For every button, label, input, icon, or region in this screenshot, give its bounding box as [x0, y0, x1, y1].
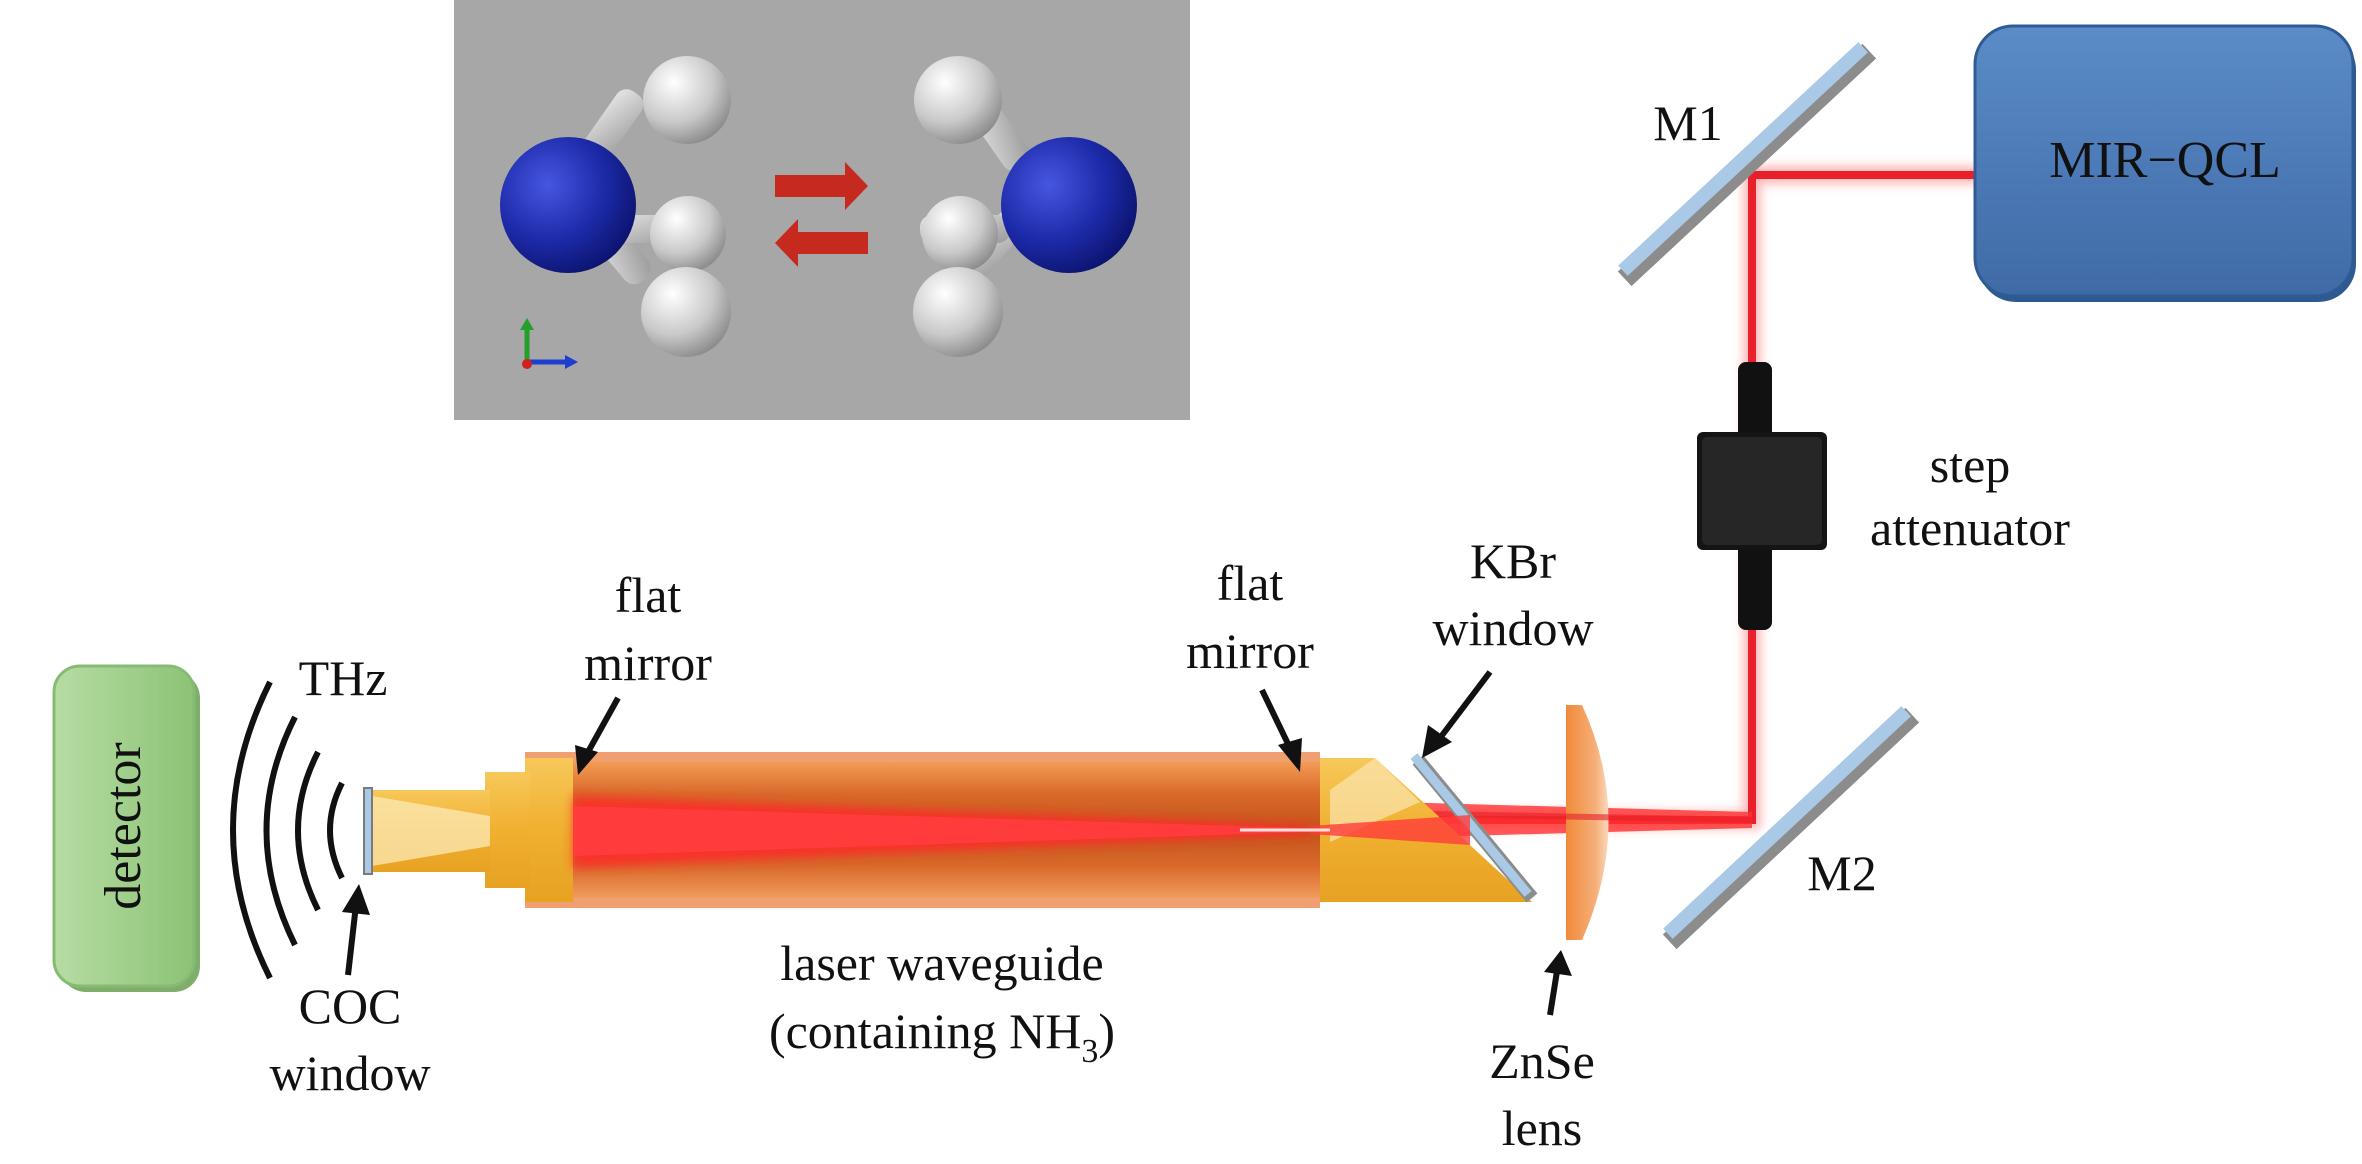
znse-label-line2: lens	[1502, 1100, 1583, 1156]
waveguide-label-line1: laser waveguide	[780, 935, 1103, 991]
mirror-m1: M1	[1617, 42, 1877, 287]
qcl-label: MIR−QCL	[2049, 132, 2281, 189]
coc-label-line1: COC	[299, 978, 402, 1034]
thz-label: THz	[299, 650, 388, 706]
right-mirror-label-line2: mirror	[1186, 623, 1314, 679]
thz-emission: THz	[230, 650, 388, 980]
left-mirror-label-line1: flat	[615, 567, 682, 623]
right-mirror-label-line1: flat	[1217, 555, 1284, 611]
step-attenuator: step attenuator	[1697, 362, 2070, 630]
ammonia-inversion-inset	[454, 0, 1190, 420]
ammonia-molecule-right	[913, 56, 1137, 357]
znse-label-line1: ZnSe	[1489, 1033, 1595, 1089]
kbr-window-annotation: KBr window	[1422, 533, 1594, 758]
waveguide-label-line2: (containing NH3)	[769, 1003, 1115, 1070]
waveguide-annotation: laser waveguide (containing NH3)	[769, 935, 1115, 1070]
kbr-label-line1: KBr	[1470, 533, 1556, 589]
attenuator-label-line1: step	[1930, 437, 2011, 493]
detector: detector	[52, 664, 200, 992]
m1-label: M1	[1653, 95, 1722, 151]
mir-qcl-source: MIR−QCL	[1973, 24, 2356, 302]
laser-waveguide	[363, 752, 1538, 908]
left-flat-mirror-holder	[525, 758, 573, 902]
coc-window	[363, 787, 373, 875]
ammonia-molecule-left	[500, 56, 731, 357]
attenuator-label-line2: attenuator	[1870, 500, 2070, 556]
mirror-m2: M2	[1662, 706, 1920, 950]
znse-pointer-arrow	[1544, 950, 1572, 1016]
right-flat-mirror-annotation: flat mirror	[1186, 555, 1314, 772]
left-flat-mirror-annotation: flat mirror	[575, 567, 712, 775]
kbr-label-line2: window	[1432, 600, 1593, 656]
left-mirror-label-line2: mirror	[584, 635, 712, 691]
axis-triad-icon	[520, 318, 578, 369]
coc-window-annotation: COC window	[269, 884, 431, 1101]
coc-label-line2: window	[269, 1045, 430, 1101]
detector-label: detector	[95, 742, 152, 909]
inversion-arrows	[775, 162, 868, 267]
m2-label: M2	[1807, 845, 1876, 901]
